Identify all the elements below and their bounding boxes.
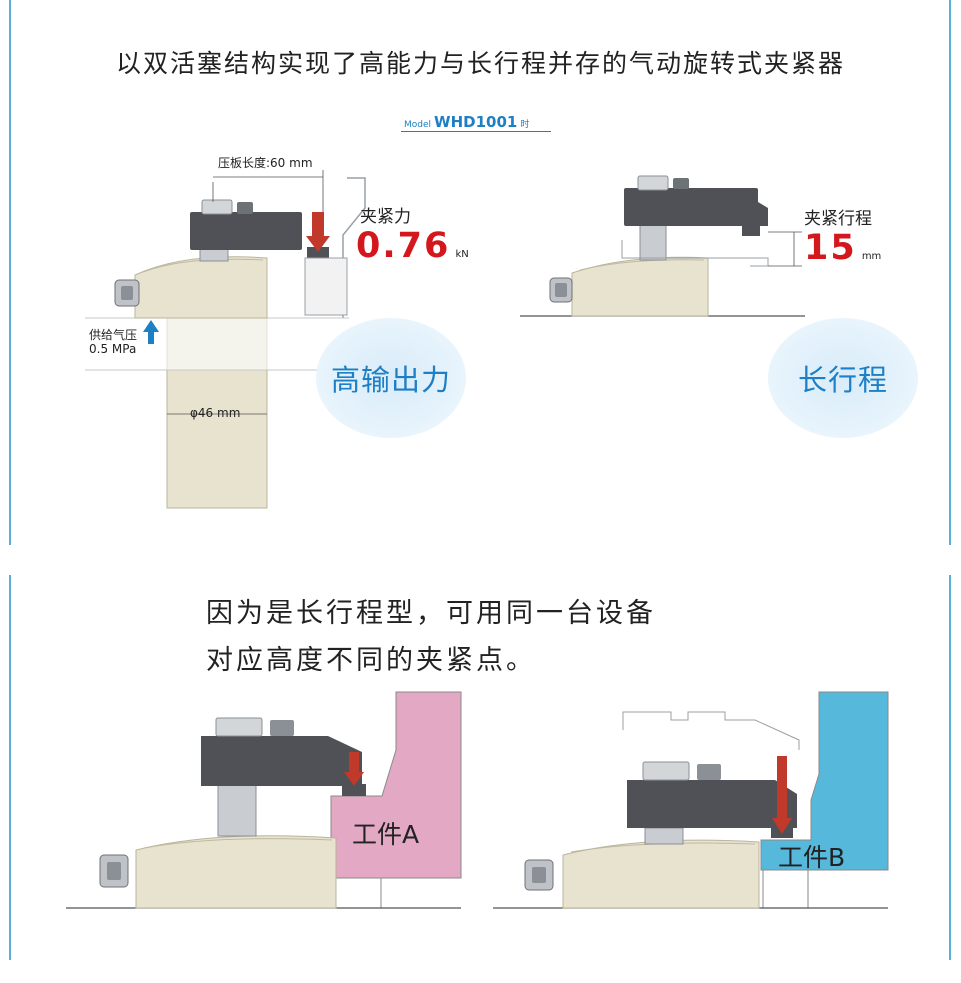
workpiece-b-body — [760, 691, 889, 871]
cylinder-head — [134, 256, 268, 319]
upper-position-outline — [622, 711, 800, 750]
air-supply-band — [85, 318, 349, 370]
bottom-panel-left-border — [9, 575, 11, 960]
clamp-arm — [624, 188, 758, 226]
high-output-diagram — [85, 170, 366, 509]
workpiece-block — [304, 257, 348, 316]
clamp-stroke-label: 夹紧行程 — [804, 209, 872, 229]
workpiece-a-diagram — [66, 691, 462, 909]
clamp-force-value: 0.76 — [356, 226, 451, 266]
clamp-arm — [201, 736, 362, 786]
clamp-stroke-unit: mm — [861, 251, 882, 262]
clamp-stroke-value-row: 15 mm — [804, 228, 881, 268]
cylinder-head — [562, 839, 760, 909]
model-prefix: Model — [404, 120, 432, 130]
workpiece-a-label: 工件A — [352, 820, 420, 849]
lower-position-outline — [621, 240, 769, 267]
clamp-force-value-row: 0.76 kN — [356, 226, 469, 266]
force-arrow-head — [772, 818, 792, 834]
subheading-line-1: 因为是长行程型，可用同一台设备 — [206, 598, 656, 629]
cylinder-head — [135, 835, 337, 909]
supply-pressure-label: 供给气压 — [89, 328, 138, 342]
cylinder-diameter-label: φ46 mm — [190, 406, 241, 420]
workpiece-a-body — [330, 691, 462, 879]
force-arrow-shaft — [312, 212, 324, 238]
piston-rod — [217, 779, 257, 837]
top-panel-right-border — [949, 0, 951, 545]
contact-pad — [307, 247, 329, 259]
plate-length-label: 压板长度:60 mm — [218, 156, 313, 170]
supply-pressure-value: 0.5 MPa — [89, 342, 137, 356]
top-panel-left-border — [9, 0, 11, 545]
clamp-stroke-value: 15 — [804, 228, 857, 268]
workpiece-b-diagram — [493, 691, 889, 909]
clamp-force-label: 夹紧力 — [360, 207, 411, 227]
clamp-arm — [190, 212, 302, 250]
subheading: 因为是长行程型，可用同一台设备 对应高度不同的夹紧点。 — [206, 590, 656, 684]
subheading-line-2: 对应高度不同的夹紧点。 — [206, 645, 536, 676]
pressure-arrow-head — [143, 320, 159, 332]
force-arrow-shaft — [777, 756, 787, 820]
force-arrow-head — [306, 236, 330, 252]
long-stroke-bubble: 长行程 — [768, 318, 918, 438]
cylinder-head — [571, 256, 709, 317]
piston-rod — [644, 827, 684, 845]
long-stroke-diagram — [520, 175, 805, 317]
model-underline — [401, 131, 551, 132]
clamp-arm — [627, 780, 797, 828]
clamp-force-unit: kN — [455, 249, 469, 260]
headline: 以双活塞结构实现了高能力与长行程并存的气动旋转式夹紧器 — [115, 49, 845, 78]
model-suffix: 时 — [520, 120, 530, 130]
bottom-panel-right-border — [949, 575, 951, 960]
piston-rod — [639, 223, 667, 261]
pressure-arrow-shaft — [148, 330, 154, 344]
force-arrow-head — [344, 772, 364, 786]
high-output-bubble: 高输出力 — [316, 318, 466, 438]
workpiece-b-label: 工件B — [778, 843, 846, 872]
force-arrow-shaft — [349, 752, 359, 774]
model-name: WHD1001 — [434, 113, 518, 131]
